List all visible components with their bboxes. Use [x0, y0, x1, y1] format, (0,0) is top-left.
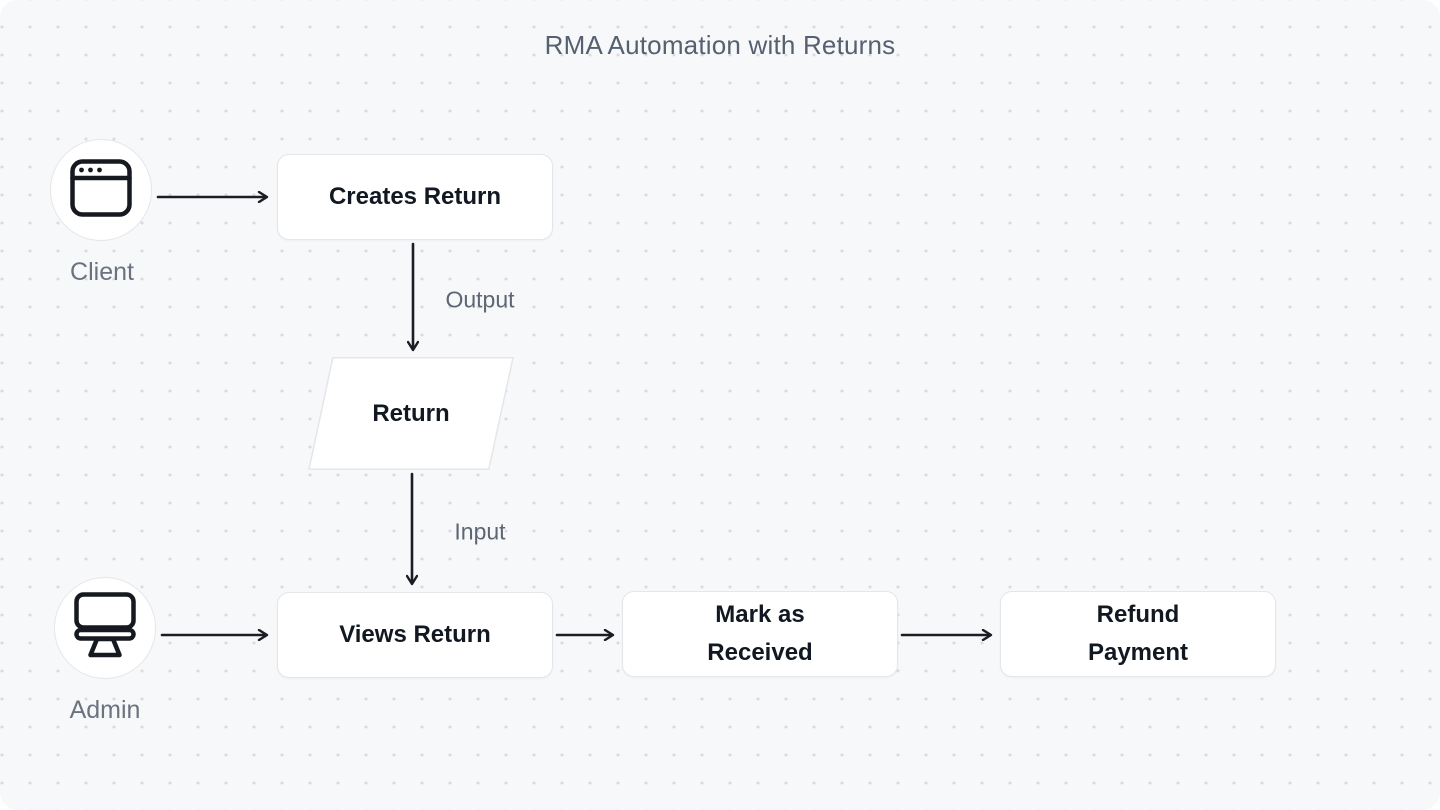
edge-label-input: Input: [454, 518, 506, 545]
node-refund-payment-label: Refund Payment: [1087, 600, 1189, 666]
actor-admin[interactable]: [54, 577, 156, 679]
node-mark-as-received-label: Mark as Received: [707, 600, 813, 666]
browser-window-icon: [70, 158, 132, 222]
node-return-label: Return: [372, 399, 450, 427]
monitor-icon: [74, 591, 136, 665]
node-creates-return-label: Creates Return: [328, 182, 502, 210]
node-return[interactable]: Return: [308, 357, 514, 470]
actor-client-label: Client: [70, 258, 134, 286]
node-creates-return[interactable]: Creates Return: [277, 154, 553, 240]
parallelogram-shape: [308, 357, 514, 470]
node-refund-payment[interactable]: Refund Payment: [1000, 591, 1276, 677]
node-views-return[interactable]: Views Return: [277, 592, 553, 678]
diagram-title: RMA Automation with Returns: [544, 30, 896, 60]
node-views-return-label: Views Return: [339, 620, 491, 648]
actor-client[interactable]: [50, 139, 152, 241]
edge-label-output: Output: [445, 286, 515, 313]
node-mark-as-received[interactable]: Mark as Received: [622, 591, 898, 677]
actor-admin-label: Admin: [69, 696, 141, 724]
